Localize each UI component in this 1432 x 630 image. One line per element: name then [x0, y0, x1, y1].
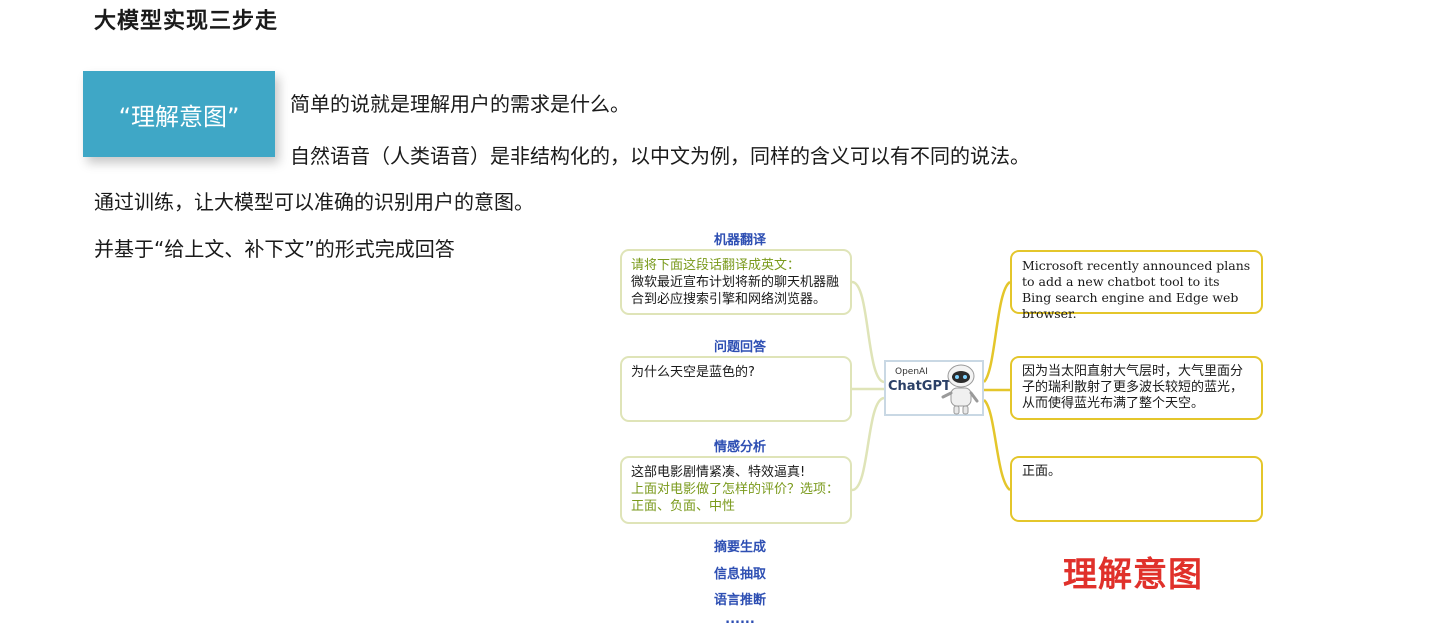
category-sentiment-analysis: 情感分析: [713, 440, 767, 455]
intent-tag: “理解意图”: [83, 71, 275, 157]
category-question-answering: 问题回答: [713, 340, 767, 355]
output-box-answer: 因为当太阳直射大气层时，大气里面分子的瑞利散射了更多波长较短的蓝光，从而使得蓝光…: [1010, 356, 1263, 420]
openai-brand: OpenAI: [895, 367, 928, 377]
category-language-inference: 语言推断: [713, 593, 767, 608]
robot-icon: [941, 364, 979, 415]
text-line-3: 通过训练，让大模型可以准确的识别用户的意图。: [94, 190, 534, 214]
text-line-1: 简单的说就是理解用户的需求是什么。: [290, 92, 630, 116]
category-ellipsis: ......: [725, 612, 755, 627]
output-box-translation: Microsoft recently announced plans to ad…: [1010, 250, 1263, 321]
category-summarization: 摘要生成: [713, 540, 767, 555]
sentiment-text: 这部电影剧情紧凑、特效逼真!: [631, 465, 806, 480]
sentiment-prompt: 上面对电影做了怎样的评价？选项：正面、负面、中性: [631, 482, 840, 514]
category-information-extraction: 信息抽取: [713, 567, 767, 582]
input-box-sentiment: 这部电影剧情紧凑、特效逼真! 上面对电影做了怎样的评价？选项：正面、负面、中性: [620, 456, 852, 524]
chatgpt-label: ChatGPT: [888, 379, 951, 394]
page-title: 大模型实现三步走: [94, 9, 279, 34]
text-line-2: 自然语音（人类语音）是非结构化的，以中文为例，同样的含义可以有不同的说法。: [290, 144, 1030, 168]
text-line-4: 并基于“给上文、补下文”的形式完成回答: [94, 237, 455, 261]
intent-label: 理解意图: [1063, 555, 1203, 595]
category-machine-translation: 机器翻译: [713, 233, 767, 248]
translation-prompt: 请将下面这段话翻译成英文：: [631, 258, 801, 273]
input-box-question: 为什么天空是蓝色的?: [620, 356, 852, 422]
chatgpt-node: OpenAI ChatGPT: [884, 360, 984, 416]
question-text: 为什么天空是蓝色的?: [631, 365, 755, 380]
input-box-translation: 请将下面这段话翻译成英文： 微软最近宣布计划将新的聊天机器融合到必应搜索引擎和网…: [620, 249, 852, 315]
translation-text: 微软最近宣布计划将新的聊天机器融合到必应搜索引擎和网络浏览器。: [631, 275, 840, 307]
output-box-sentiment: 正面。: [1010, 456, 1263, 522]
